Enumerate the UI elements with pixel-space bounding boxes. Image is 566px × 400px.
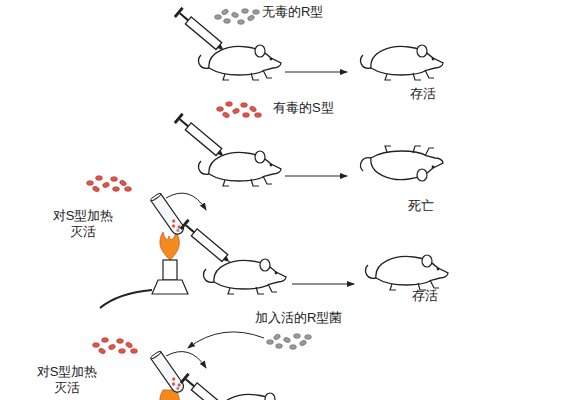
text-label: 对S型加热灭活 — [34, 364, 100, 396]
test-tube — [150, 350, 186, 394]
arrow — [292, 283, 354, 284]
burner-base — [152, 280, 188, 294]
curved-arrow — [188, 332, 264, 348]
s-type-bacteria — [217, 102, 262, 119]
text-label: 存活 — [412, 288, 438, 304]
curved-arrow — [166, 193, 206, 210]
burner-hose — [100, 290, 152, 308]
mouse — [366, 255, 448, 290]
r-type-bacteria — [215, 8, 260, 24]
text-label: 存活 — [410, 86, 436, 102]
r-type-bacteria — [267, 333, 312, 349]
flame — [160, 232, 179, 260]
mouse — [199, 45, 281, 80]
mouse — [209, 393, 291, 400]
text-label: 加入活的R型菌 — [255, 310, 342, 326]
test-tube — [150, 192, 186, 236]
text-label: 有毒的S型 — [273, 100, 334, 116]
dead-mouse — [361, 146, 443, 181]
text-label: 死亡 — [408, 198, 434, 214]
mouse — [204, 259, 286, 294]
arrow — [285, 71, 347, 72]
text-label: 对S型加热灭活 — [50, 208, 116, 240]
burner — [163, 260, 177, 280]
mouse — [199, 151, 281, 186]
s-type-bacteria — [87, 176, 132, 193]
mouse — [361, 45, 443, 80]
syringe — [180, 373, 241, 400]
text-label: 无毒的R型 — [262, 4, 323, 20]
curved-arrow — [166, 352, 206, 368]
s-type-bacteria — [93, 338, 138, 355]
arrow — [285, 175, 347, 176]
